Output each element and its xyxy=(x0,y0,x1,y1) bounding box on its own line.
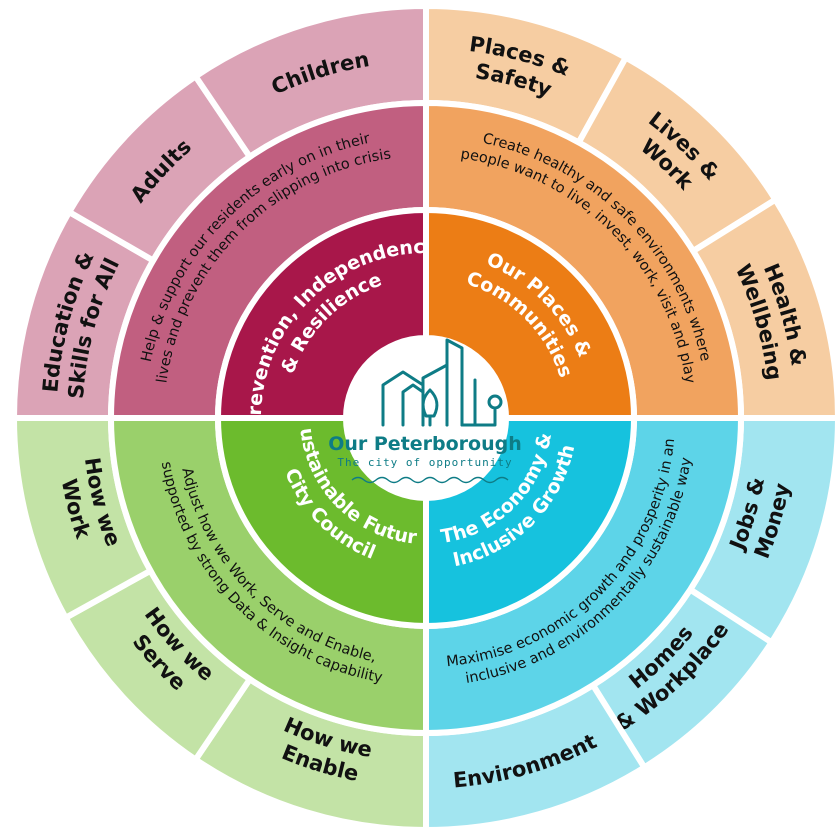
logo-disc xyxy=(345,337,507,499)
middle-ring: Help & support our residents early on in… xyxy=(107,99,745,737)
logo-name: Our Peterborough xyxy=(328,433,522,455)
logo-centre: Our Peterborough The city of opportunity xyxy=(328,337,522,499)
city-skyline-logo-icon xyxy=(381,338,503,427)
logo-tagline: The city of opportunity xyxy=(337,456,512,469)
river-wave-icon xyxy=(351,476,509,484)
